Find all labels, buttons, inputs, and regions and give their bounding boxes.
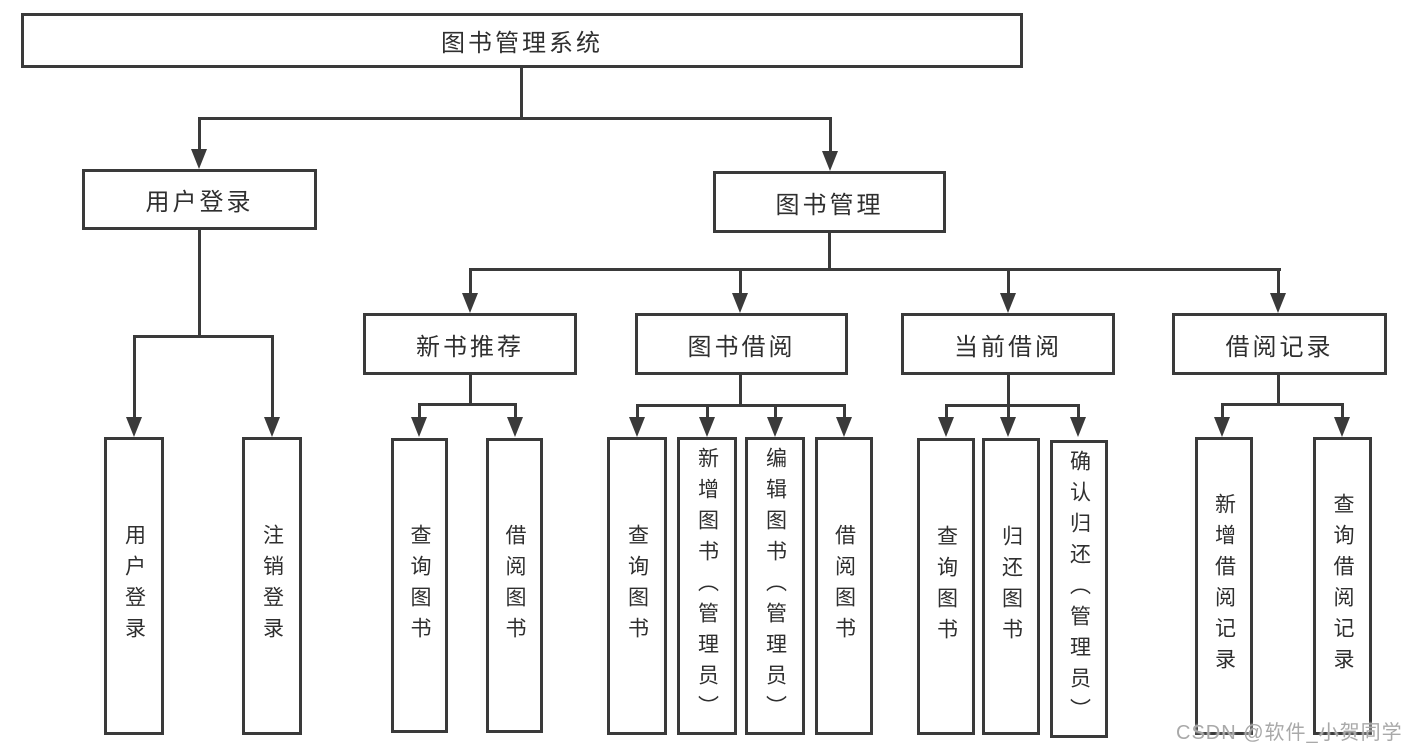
connector-line [945, 404, 1080, 407]
leaf-query-borrow-record: 查询借阅记录 [1313, 437, 1372, 735]
connector-line [271, 335, 274, 419]
node-library-system: 图书管理系统 [21, 13, 1023, 68]
connector-line [198, 117, 201, 151]
connector-line [1007, 268, 1010, 296]
leaf-logout: 注销登录 [242, 437, 302, 735]
connector-line [133, 335, 136, 419]
connector-line [828, 233, 831, 270]
arrow-down-icon [191, 149, 207, 169]
connector-line [843, 404, 846, 420]
arrow-down-icon [938, 417, 954, 437]
leaf-edit-book-admin: 编辑图书（管理员） [745, 437, 805, 735]
arrow-down-icon [1070, 417, 1086, 437]
node-book-borrow: 图书借阅 [635, 313, 848, 375]
connector-line [739, 375, 742, 406]
leaf-query-books-recommend: 查询图书 [391, 438, 448, 733]
leaf-label: 用户登录 [122, 524, 146, 648]
arrow-down-icon [699, 417, 715, 437]
leaf-label: 借阅图书 [832, 524, 856, 648]
leaf-confirm-return-admin: 确认归还（管理员） [1050, 440, 1108, 738]
leaf-label: 编辑图书（管理员） [763, 446, 787, 726]
connector-line [636, 404, 639, 420]
connector-line [1007, 404, 1010, 420]
connector-line [1221, 403, 1224, 420]
leaf-label: 查询图书 [625, 524, 649, 648]
arrow-down-icon [1000, 417, 1016, 437]
connector-line [1221, 403, 1344, 406]
arrow-down-icon [1000, 293, 1016, 313]
arrow-down-icon [264, 417, 280, 437]
node-new-book-recommend: 新书推荐 [363, 313, 577, 375]
connector-line [1007, 375, 1010, 406]
leaf-label: 查询图书 [408, 523, 431, 648]
arrow-down-icon [767, 417, 783, 437]
connector-line [133, 335, 274, 338]
connector-line [945, 404, 948, 420]
connector-line [774, 404, 777, 420]
connector-line [1277, 375, 1280, 405]
leaf-label: 新增借阅记录 [1212, 493, 1236, 679]
connector-line [706, 404, 709, 420]
leaf-label: 查询借阅记录 [1331, 493, 1354, 679]
leaf-label: 借阅图书 [503, 523, 526, 648]
leaf-user-login: 用户登录 [104, 437, 164, 735]
arrow-down-icon [1270, 293, 1286, 313]
connector-line [739, 268, 742, 296]
leaf-add-book-admin: 新增图书（管理员） [677, 437, 737, 735]
node-user-login: 用户登录 [82, 169, 317, 230]
arrow-down-icon [732, 293, 748, 313]
arrow-down-icon [629, 417, 645, 437]
leaf-return-book: 归还图书 [982, 438, 1040, 735]
connector-line [636, 404, 846, 407]
leaf-label: 注销登录 [260, 524, 284, 648]
leaf-label: 归还图书 [999, 524, 1023, 649]
arrow-down-icon [462, 293, 478, 313]
arrow-down-icon [822, 151, 838, 171]
leaf-label: 新增图书（管理员） [695, 446, 719, 726]
arrow-down-icon [126, 417, 142, 437]
connector-line [1341, 403, 1344, 420]
arrow-down-icon [1214, 417, 1230, 437]
connector-line [418, 403, 421, 420]
connector-line [418, 403, 517, 406]
leaf-label: 确认归还（管理员） [1067, 449, 1091, 729]
connector-line [469, 375, 472, 405]
csdn-watermark: CSDN @软件_小贺同学 [1176, 722, 1403, 744]
arrow-down-icon [411, 417, 427, 437]
leaf-label: 查询图书 [934, 524, 958, 649]
connector-line [1077, 404, 1080, 420]
arrow-down-icon [1334, 417, 1350, 437]
leaf-query-books-borrow: 查询图书 [607, 437, 667, 735]
connector-line [520, 68, 523, 118]
leaf-query-books-current: 查询图书 [917, 438, 975, 735]
connector-line [198, 230, 201, 337]
node-current-borrow: 当前借阅 [901, 313, 1115, 375]
connector-line [829, 117, 832, 153]
node-borrow-records: 借阅记录 [1172, 313, 1387, 375]
arrow-down-icon [507, 417, 523, 437]
leaf-borrow-books-recommend: 借阅图书 [486, 438, 543, 733]
connector-line [469, 268, 472, 296]
arrow-down-icon [836, 417, 852, 437]
connector-line [1277, 268, 1280, 296]
leaf-add-borrow-record: 新增借阅记录 [1195, 437, 1253, 735]
connector-line [198, 117, 832, 120]
connector-line [514, 403, 517, 420]
node-book-management: 图书管理 [713, 171, 946, 233]
connector-line [469, 268, 1281, 271]
leaf-borrow-books: 借阅图书 [815, 437, 873, 735]
